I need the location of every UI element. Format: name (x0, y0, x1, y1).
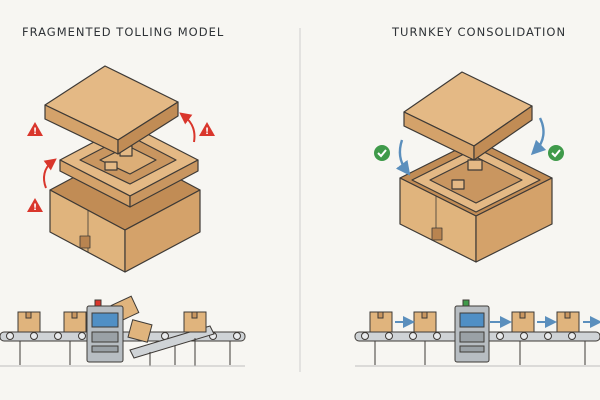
arrow-icon (530, 117, 547, 156)
left-panel-title: FRAGMENTED TOLLING MODEL (22, 25, 225, 39)
right-boxes (369, 311, 580, 333)
right-panel-title: TURNKEY CONSOLIDATION (392, 25, 567, 39)
beacon-icon (94, 299, 102, 307)
arrow-icon (43, 158, 57, 189)
warning-icon: ! (199, 122, 215, 137)
right-machine (454, 299, 490, 363)
warning-icon: ! (27, 198, 43, 213)
beacon-icon (462, 299, 470, 307)
left-conveyor (0, 325, 246, 367)
svg-text:!: ! (205, 127, 209, 137)
svg-text:!: ! (33, 127, 37, 137)
check-icon (548, 145, 564, 161)
svg-text:!: ! (33, 203, 37, 213)
left-machine (86, 299, 124, 363)
left-lid (44, 65, 179, 155)
arrow-icon (179, 112, 196, 143)
right-lid (403, 71, 533, 161)
check-icon (374, 145, 390, 161)
left-boxes (17, 295, 207, 343)
right-box-base (399, 139, 553, 263)
warning-icon: ! (27, 122, 43, 137)
arrow-icon (395, 139, 411, 176)
